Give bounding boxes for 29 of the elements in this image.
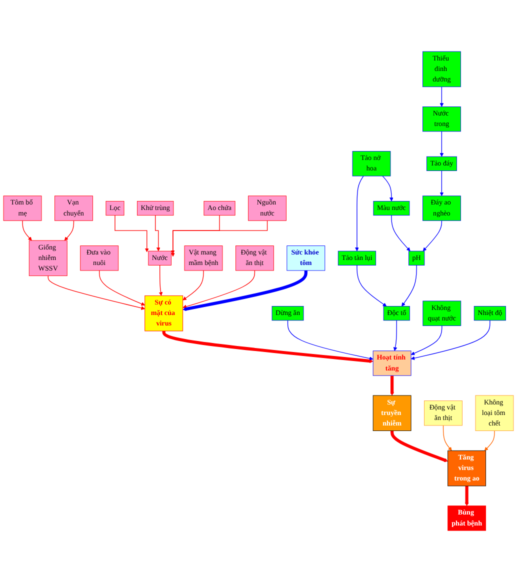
arrow bbox=[410, 320, 490, 360]
arrow bbox=[170, 215, 268, 258]
arrow bbox=[155, 215, 160, 252]
arrow bbox=[484, 430, 495, 452]
arrow bbox=[410, 326, 442, 356]
arrow bbox=[442, 426, 452, 452]
arrow bbox=[382, 176, 394, 202]
arrow bbox=[114, 215, 149, 253]
arrow bbox=[162, 331, 374, 364]
arrow bbox=[158, 265, 163, 296]
arrow bbox=[440, 170, 444, 197]
arrow bbox=[287, 320, 374, 361]
arrow bbox=[440, 86, 444, 108]
arrow bbox=[402, 265, 417, 307]
arrow bbox=[99, 270, 146, 306]
arrow bbox=[391, 215, 410, 252]
arrow bbox=[64, 220, 74, 242]
arrow bbox=[182, 270, 204, 301]
arrow bbox=[393, 320, 398, 352]
arrow bbox=[464, 486, 469, 506]
arrow bbox=[422, 220, 442, 252]
arrow bbox=[48, 276, 146, 310]
arrow bbox=[440, 132, 444, 158]
arrow bbox=[356, 265, 387, 307]
arrow bbox=[390, 376, 394, 396]
arrow bbox=[182, 270, 256, 309]
arrow bbox=[390, 431, 448, 463]
arrow bbox=[355, 176, 364, 252]
arrow bbox=[22, 220, 32, 242]
